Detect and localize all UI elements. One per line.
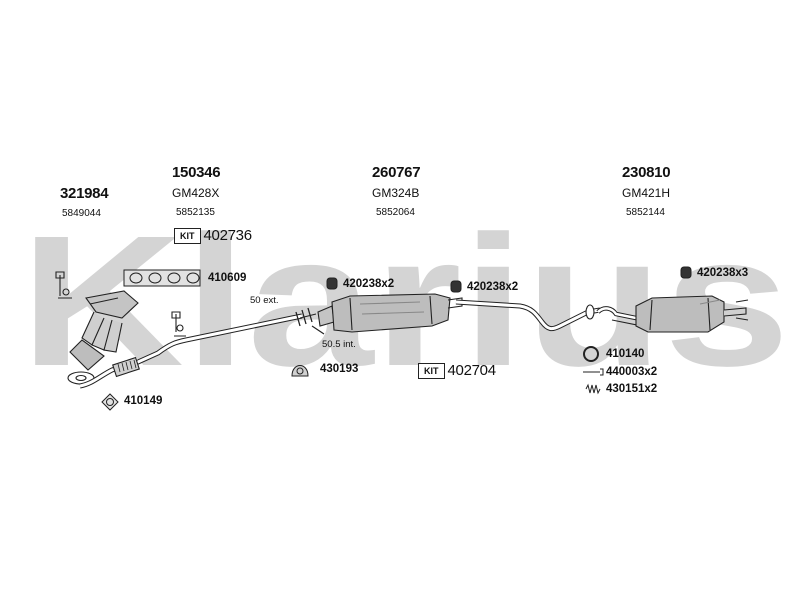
part-number-260767: 260767	[372, 164, 421, 181]
part-label-410149: 410149	[124, 395, 163, 407]
part-label-440003x2: 440003x2	[606, 366, 658, 378]
rear-silencer-part	[596, 295, 749, 333]
code-gm421h: GM421H	[622, 186, 671, 200]
oem-number-5852064: 5852064	[376, 207, 415, 218]
note-int: 50.5 int.	[322, 339, 356, 350]
centre-silencer-part	[317, 293, 463, 333]
note-ext: 50 ext.	[250, 295, 279, 306]
part-label-430151x2: 430151x2	[606, 383, 658, 395]
part-number-150346: 150346	[172, 164, 221, 181]
front-pipe-part	[79, 311, 303, 389]
oem-number-5849044: 5849044	[62, 208, 101, 219]
manifold-catalyst-part	[55, 271, 139, 385]
part-number-230810: 230810	[622, 164, 671, 181]
ring-icon	[583, 346, 599, 362]
part-label-430193: 430193	[320, 363, 359, 375]
kit-badge: KIT	[174, 227, 201, 244]
part-number-321984: 321984	[60, 185, 109, 202]
pipe-clamp-part	[295, 307, 325, 335]
rubber-mount-icon	[326, 266, 692, 293]
kit-number: 402704	[447, 362, 497, 379]
code-gm428x: GM428X	[172, 186, 220, 200]
part-label-410609: 410609	[208, 272, 247, 284]
part-label-410140: 410140	[606, 348, 645, 360]
oem-number-5852135: 5852135	[176, 207, 215, 218]
intermediate-pipe-part	[455, 299, 601, 332]
hanger-icon	[291, 365, 309, 377]
bolt-icon	[583, 368, 604, 376]
code-gm324b: GM324B	[372, 186, 420, 200]
oem-number-5852144: 5852144	[626, 207, 665, 218]
gasket-icon	[123, 269, 201, 287]
spring-icon	[585, 383, 601, 395]
kit-badge: KIT	[418, 362, 445, 379]
part-label-420238x2-a: 420238x2	[343, 278, 395, 290]
part-label-420238x2-b: 420238x2	[467, 281, 519, 293]
gasket-icon	[101, 393, 119, 411]
kit-number: 402736	[203, 227, 253, 244]
kit-402704: KIT 402704	[418, 362, 496, 379]
kit-402736: KIT 402736	[174, 227, 252, 244]
part-label-420238x3: 420238x3	[697, 267, 749, 279]
